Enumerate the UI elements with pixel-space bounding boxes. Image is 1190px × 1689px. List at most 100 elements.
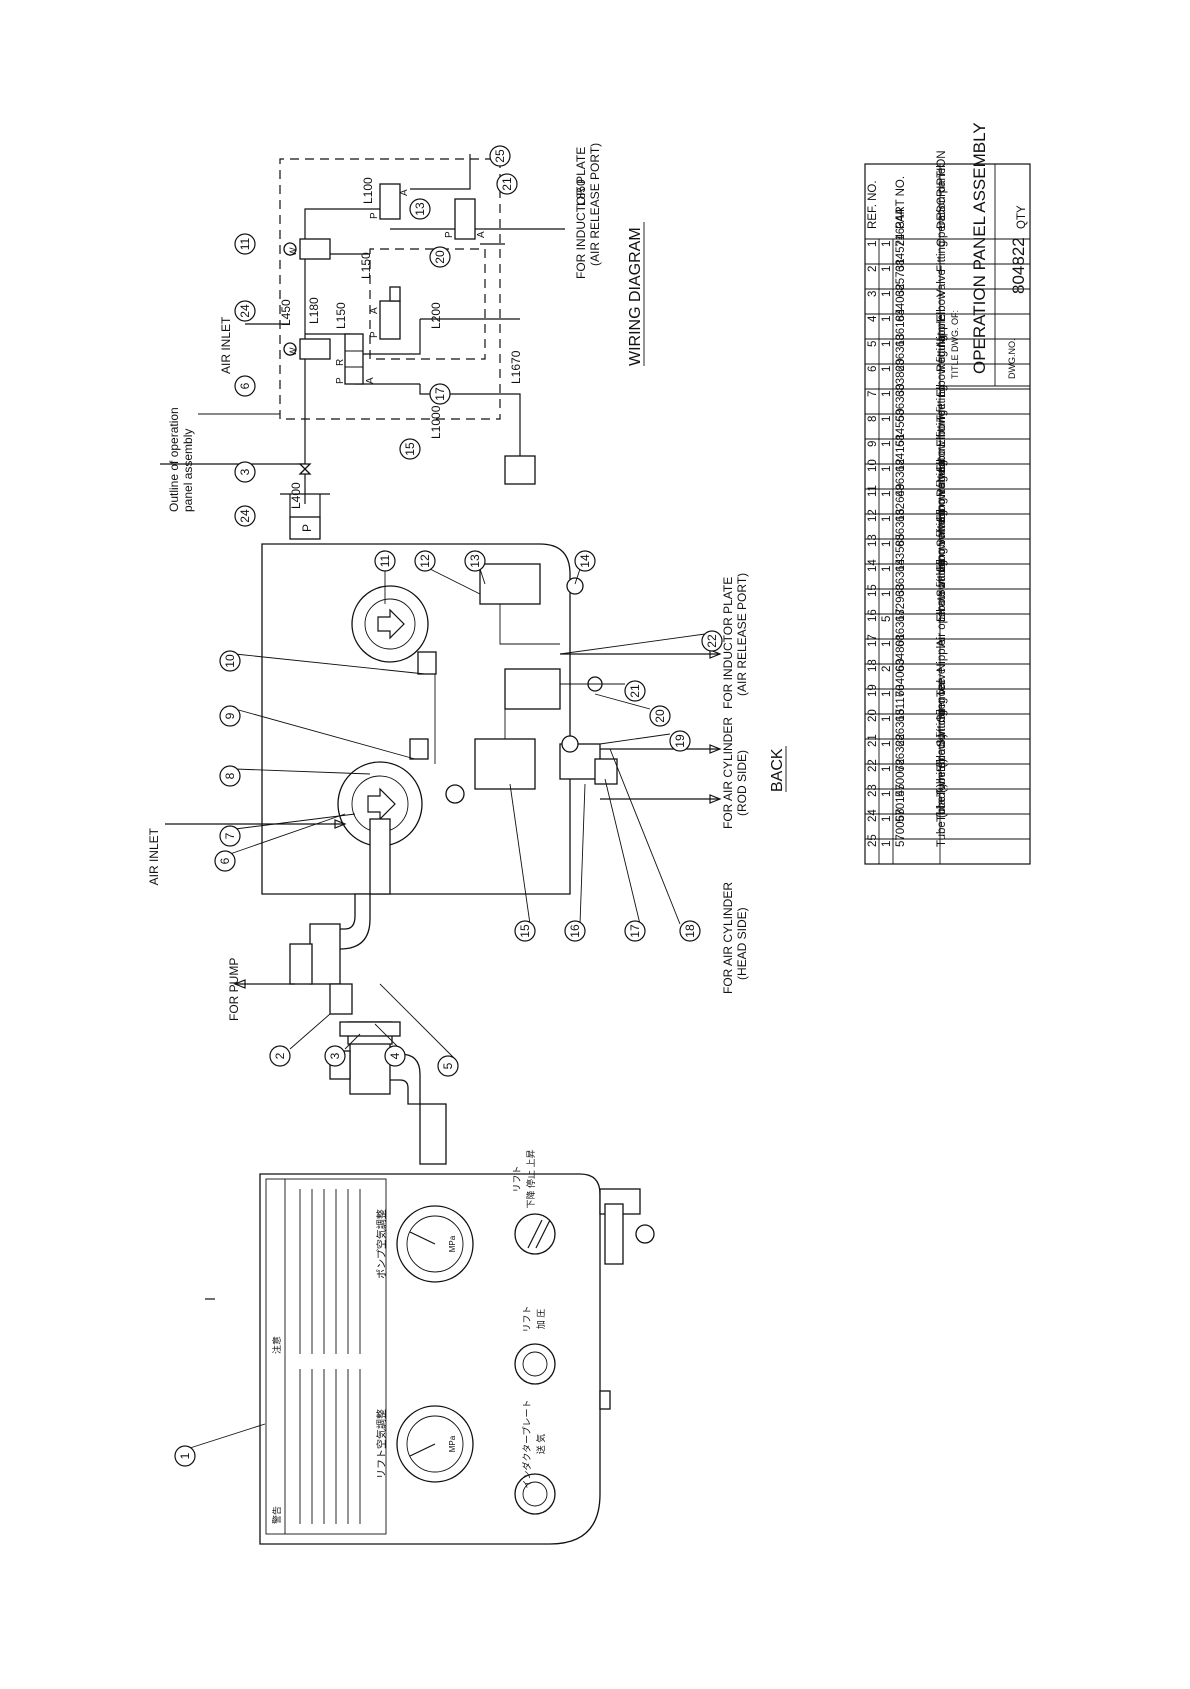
- callout-number: 10: [223, 654, 237, 668]
- callout-bubble: 11: [234, 233, 256, 255]
- pump-gauge-unit: MPa: [448, 1235, 457, 1252]
- bom-description: Silencer: [936, 680, 948, 722]
- lift-press-sub: 加 圧: [536, 1309, 546, 1330]
- callout-number: 5: [441, 1062, 455, 1069]
- bom-description: Tube (black): [936, 733, 948, 797]
- bom-description: Nipple: [936, 314, 948, 347]
- bom-qty: 1: [881, 316, 893, 322]
- bom-part-no: 686314: [895, 558, 907, 597]
- bom-header-qty: QTY: [1016, 205, 1028, 229]
- bom-qty: 5: [881, 616, 893, 622]
- bom-ref-no: 11: [867, 485, 879, 497]
- bom-part-no: 685731: [895, 259, 907, 297]
- wiring-diagram-title: WIRING DIAGRAM: [627, 227, 644, 366]
- switching-valve-21: [504, 668, 561, 710]
- bom-part-no: 686184: [895, 308, 907, 347]
- pump-symbol-label: P: [300, 524, 314, 532]
- bom-qty: 1: [881, 291, 893, 297]
- bom-description: Elbow fitting: [936, 560, 948, 622]
- port-p-17: P: [369, 331, 380, 338]
- bom-part-no: 682933: [895, 584, 907, 622]
- callout-bubble: 10: [219, 650, 241, 672]
- length-l1670: L1670: [509, 350, 523, 384]
- bom-header-ref: REF. NO.: [867, 180, 879, 229]
- bom-qty: 1: [881, 241, 893, 247]
- bom-ref-no: 10: [867, 459, 879, 472]
- callout-number: 18: [683, 924, 697, 938]
- callout-bubble: 3: [234, 461, 256, 483]
- callout-bubble: 20: [429, 246, 451, 268]
- length-l180: L180: [307, 297, 321, 324]
- callout-bubble: 16: [564, 920, 586, 942]
- callout-bubble: 14: [574, 550, 596, 572]
- length-l200: L200: [429, 302, 443, 329]
- bom-ref-no: 23: [867, 784, 879, 797]
- bom-qty: 1: [881, 516, 893, 522]
- callout-number: 6: [238, 382, 252, 389]
- wiring-air-inlet-label: AIR INLET: [219, 316, 233, 374]
- inductor-plate-knob: [514, 1473, 556, 1515]
- bom-qty: 1: [881, 341, 893, 347]
- bom-ref-no: 16: [867, 609, 879, 622]
- callout-bubble: 7: [219, 825, 241, 847]
- length-l450: L450: [279, 299, 293, 326]
- length-l400: L400: [289, 482, 303, 509]
- bom-description: Regulator: [936, 447, 948, 497]
- callout-number: 24: [238, 509, 252, 523]
- bom-qty: 1: [881, 441, 893, 447]
- bom-description: Tube (black): [936, 783, 948, 847]
- callout-number: 17: [433, 387, 447, 401]
- bom-description: Tube (white): [936, 758, 948, 822]
- callout-bubble: 22: [701, 630, 723, 652]
- bom-ref-no: 13: [867, 534, 879, 547]
- bom-qty: 1: [881, 566, 893, 572]
- bom-part-no: 570145: [895, 784, 907, 822]
- callout-bubble: 24: [234, 300, 256, 322]
- lift-air-adjust-label: リフト空気調整: [375, 1409, 388, 1479]
- bom-ref-no: 24: [867, 809, 879, 822]
- callout-bubble: 17: [624, 920, 646, 942]
- callout-number: 14: [578, 554, 592, 568]
- callout-bubble: 25: [489, 145, 511, 167]
- lift-updown-sub: 下降 停止 上昇: [525, 1149, 536, 1208]
- lift-gauge-unit: MPa: [448, 1435, 457, 1452]
- lift-air-gauge: MPa: [396, 1405, 474, 1483]
- port-p-13: P: [369, 212, 380, 219]
- bom-part-no: 682649: [895, 484, 907, 522]
- bom-ref-no: 8: [867, 416, 879, 422]
- bom-ref-no: 2: [867, 266, 879, 272]
- bom-ref-no: 17: [867, 634, 879, 647]
- bom-part-no: 716344: [895, 208, 907, 247]
- air-operate-valve-17-symbol: [379, 300, 401, 340]
- callout-number: 19: [673, 734, 687, 748]
- bom-qty: 1: [881, 391, 893, 397]
- bom-description: Regulator: [936, 322, 948, 372]
- bom-ref-no: 15: [867, 584, 879, 597]
- bom-qty: 2: [881, 666, 893, 672]
- bom-part-no: 686316: [895, 509, 907, 547]
- outline-label-1: Outline of operation: [167, 407, 181, 512]
- callout-number: 11: [378, 554, 392, 567]
- bom-ref-no: 1: [867, 241, 879, 247]
- bom-description: Elbow fitting: [936, 410, 948, 472]
- bom-description: Elbow fitting: [936, 385, 948, 447]
- switching-valve-21-symbol: [454, 198, 476, 240]
- bom-qty: 1: [881, 691, 893, 697]
- callout-number: 7: [223, 832, 237, 839]
- callout-bubble: 6: [214, 850, 236, 872]
- dwg-number: 804822: [1009, 237, 1028, 294]
- callout-bubble: 15: [399, 438, 421, 460]
- back-view-title: BACK: [769, 748, 786, 792]
- bom-header-desc: DESCRIPTION: [936, 150, 948, 229]
- callout-bubble: 20: [649, 705, 671, 727]
- wiring-inductor-label-1: FOR INDUCTOR PLATE: [574, 147, 588, 279]
- callout-number: 3: [238, 468, 252, 475]
- bom-description: Fitting: [936, 241, 948, 272]
- regulator-11-symbol: [299, 238, 331, 260]
- bom-description: Switching valve: [936, 468, 948, 547]
- rod-side-label-1: FOR AIR CYLINDER: [721, 717, 735, 829]
- callout-bubble: 13: [464, 550, 486, 572]
